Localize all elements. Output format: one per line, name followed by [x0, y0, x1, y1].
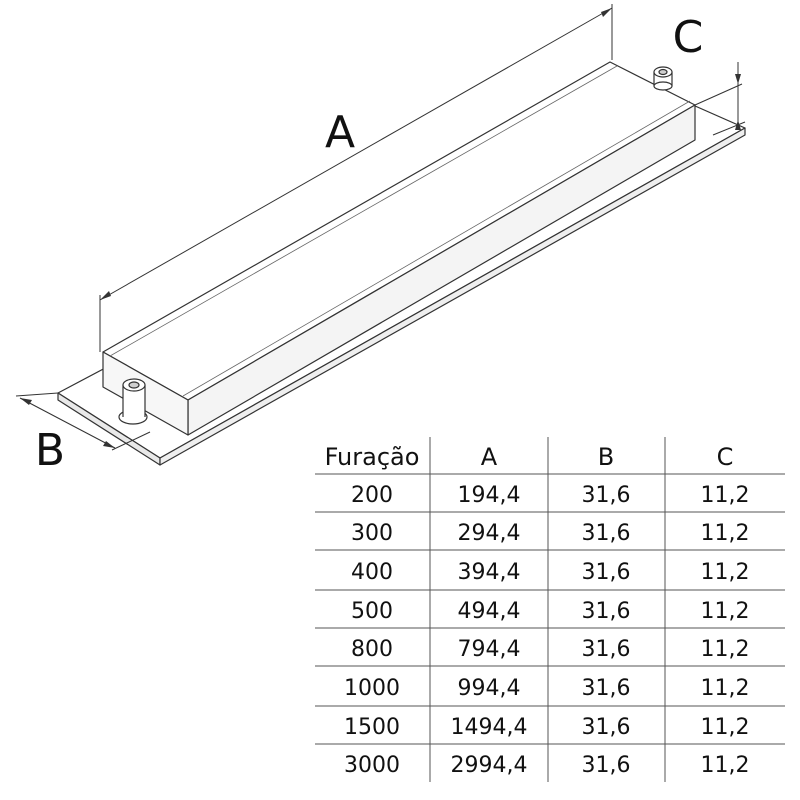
dimension-line-b	[19, 397, 116, 449]
table-cell: 500	[351, 599, 393, 624]
dimension-label-c: C	[673, 12, 704, 63]
table-cell: 31,6	[582, 637, 631, 662]
extension-line	[15, 392, 59, 397]
table-cell: 1000	[344, 676, 400, 701]
table-row: 500 494,4 31,6 11,2	[351, 599, 749, 624]
table-cell: 31,6	[582, 715, 631, 740]
profile-drawing	[57, 61, 746, 466]
table-body: 200 194,4 31,6 11,2 300 294,4 31,6 11,2 400 394,4…	[344, 483, 749, 778]
extension-line	[111, 431, 151, 451]
dimension-line-a	[99, 7, 613, 301]
body-top-face	[102, 61, 696, 401]
table-cell: 31,6	[582, 599, 631, 624]
table-cell: 31,6	[582, 753, 631, 778]
table-cell: 11,2	[701, 715, 750, 740]
body-edge-line	[109, 65, 618, 357]
body-edge-line	[182, 100, 691, 397]
table-cell: 494,4	[458, 599, 521, 624]
table-cell: 200	[351, 483, 393, 508]
table-cell: 11,2	[701, 521, 750, 546]
table-cell: 31,6	[582, 676, 631, 701]
table-cell: 400	[351, 560, 393, 585]
table-cell: 194,4	[458, 483, 521, 508]
table-header-cell: B	[598, 443, 614, 471]
dimension-label-a: A	[325, 107, 355, 158]
dimension-lines	[15, 4, 746, 451]
table-cell: 800	[351, 637, 393, 662]
arrowhead	[100, 291, 111, 300]
table-row: 200 194,4 31,6 11,2	[351, 483, 749, 508]
extension-line	[694, 83, 743, 106]
base-plate-right-edge	[159, 127, 746, 466]
table-row: 1500 1494,4 31,6 11,2	[344, 715, 749, 740]
arrowhead	[735, 74, 741, 84]
dimension-label-b: B	[35, 425, 65, 476]
table-header-row: Furação A B C	[325, 443, 734, 471]
arrowhead	[103, 441, 115, 448]
table-cell: 794,4	[458, 637, 521, 662]
table-row: 3000 2994,4 31,6 11,2	[344, 753, 749, 778]
table-grid	[315, 437, 785, 782]
table-cell: 2994,4	[451, 753, 528, 778]
table-row: 1000 994,4 31,6 11,2	[344, 676, 749, 701]
table-cell: 394,4	[458, 560, 521, 585]
table-cell: 11,2	[701, 483, 750, 508]
arrowhead	[735, 120, 741, 130]
table-cell: 300	[351, 521, 393, 546]
table-cell: 11,2	[701, 676, 750, 701]
mounting-stud	[653, 66, 673, 91]
table-cell: 294,4	[458, 521, 521, 546]
table-cell: 3000	[344, 753, 400, 778]
table-row: 400 394,4 31,6 11,2	[351, 560, 749, 585]
extension-line	[712, 121, 746, 136]
table-cell: 11,2	[701, 753, 750, 778]
table-cell: 1494,4	[451, 715, 528, 740]
table-cell: 994,4	[458, 676, 521, 701]
table-cell: 31,6	[582, 560, 631, 585]
table-header-cell: A	[481, 443, 498, 471]
table-cell: 11,2	[701, 560, 750, 585]
dimensions-table: Furação A B C 200 194,4 31,6 11,2 300 294,4 31…	[315, 437, 785, 782]
table-cell: 31,6	[582, 483, 631, 508]
table-row: 300 294,4 31,6 11,2	[351, 521, 749, 546]
table-cell: 1500	[344, 715, 400, 740]
table-row: 800 794,4 31,6 11,2	[351, 637, 749, 662]
table-header-cell: Furação	[325, 443, 420, 471]
arrowhead	[20, 398, 32, 405]
mounting-stud	[118, 378, 148, 425]
table-cell: 31,6	[582, 521, 631, 546]
table-cell: 11,2	[701, 599, 750, 624]
arrowhead	[601, 8, 612, 17]
table-cell: 11,2	[701, 637, 750, 662]
table-header-cell: C	[717, 443, 734, 471]
